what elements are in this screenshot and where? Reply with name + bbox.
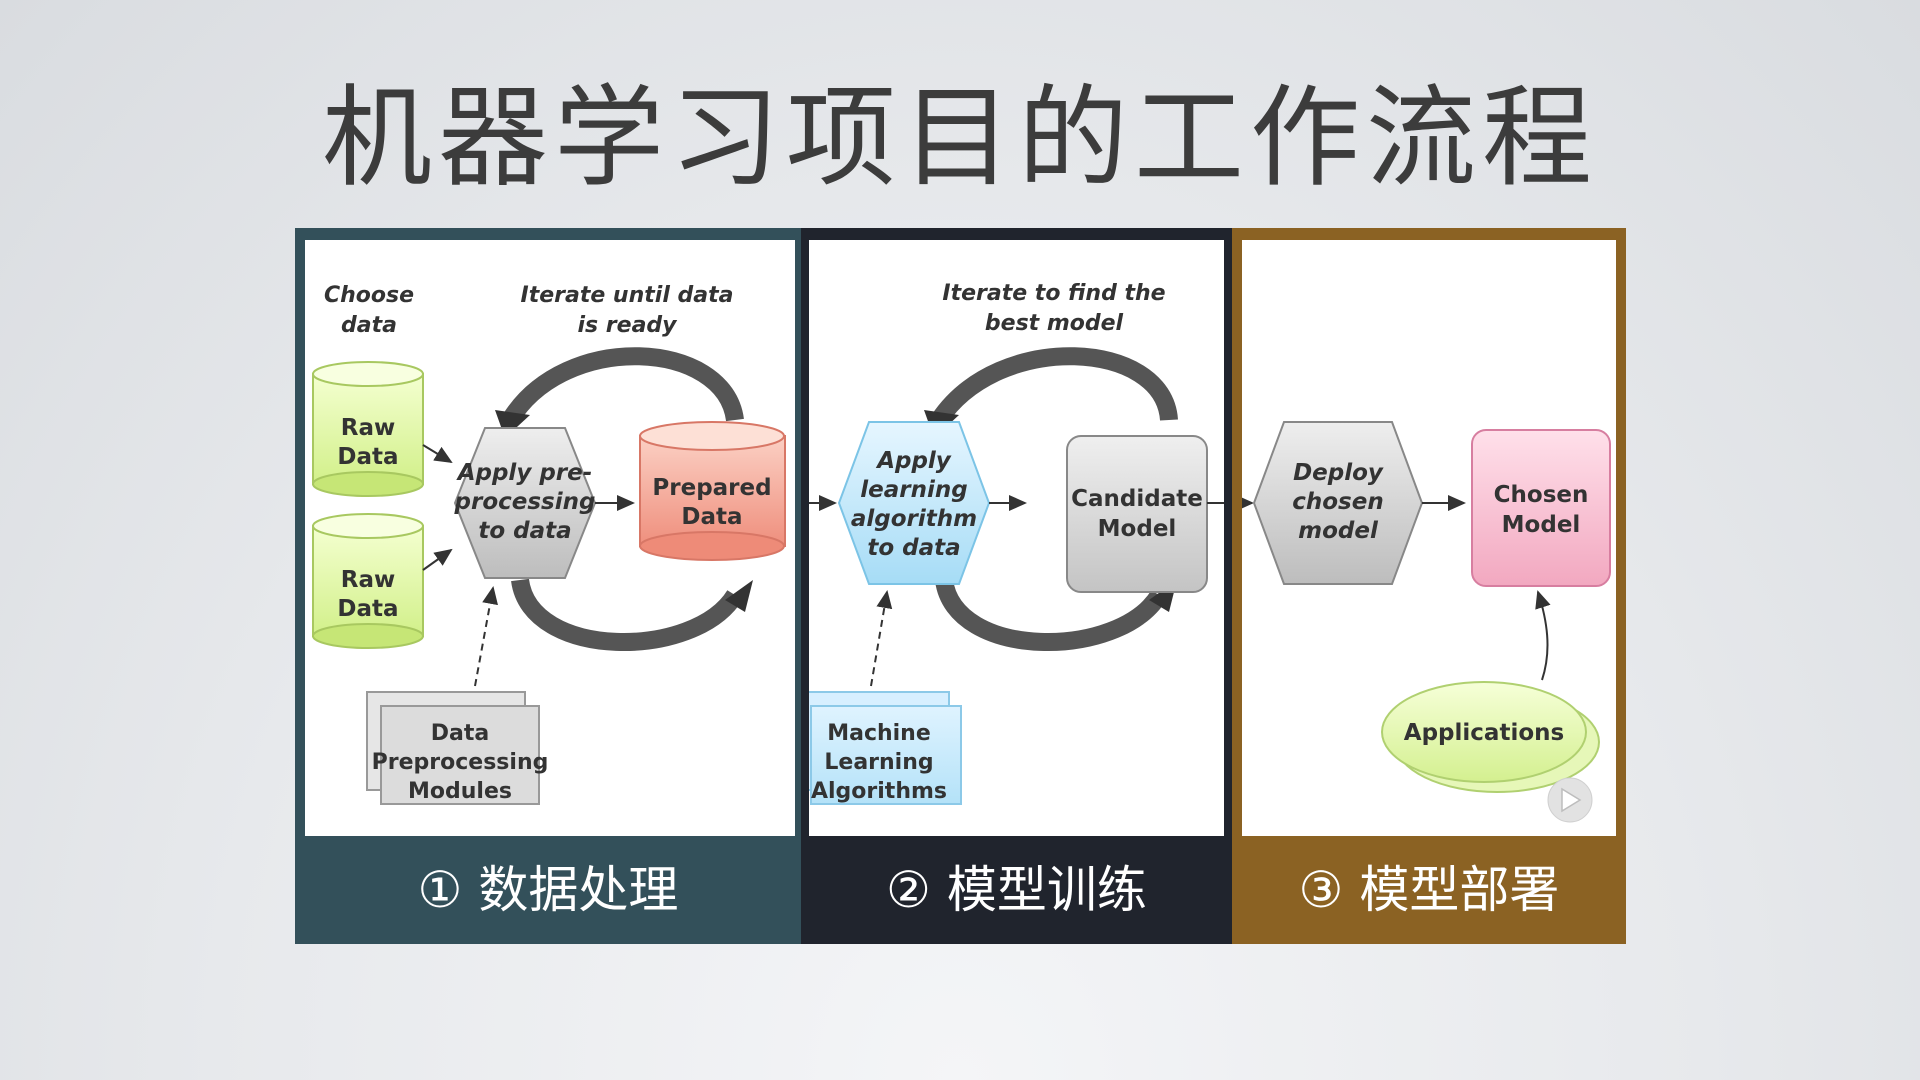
play-icon[interactable]: [1547, 777, 1593, 823]
label-choose-data: Choose: [324, 283, 414, 308]
svg-text:Apply: Apply: [875, 448, 952, 474]
prepared-data-cylinder: Prepared Data: [639, 421, 786, 561]
slide-title: 机器学习项目的工作流程: [322, 74, 1598, 202]
apply-learning-hexagon: Apply learning algorithm to data: [837, 421, 991, 585]
svg-text:algorithm: algorithm: [851, 506, 977, 532]
svg-text:Algorithms: Algorithms: [811, 779, 947, 804]
svg-text:Raw: Raw: [341, 567, 395, 593]
svg-text:Deploy: Deploy: [1293, 460, 1384, 486]
label-iterate: Iterate until data: [521, 283, 734, 308]
model-training-diagram: Iterate to find the best model Apply lea…: [809, 240, 1224, 836]
svg-text:Model: Model: [1502, 512, 1581, 538]
svg-text:Applications: Applications: [1404, 720, 1564, 746]
arrow-raw2-to-apply: [422, 548, 453, 571]
applications-ellipse: Applications: [1381, 681, 1600, 793]
label-iterate-best-model: Iterate to find the: [942, 281, 1165, 306]
data-processing-diagram: Choose data Iterate until data is ready …: [305, 240, 795, 836]
svg-text:Model: Model: [1098, 516, 1177, 542]
svg-text:Chosen: Chosen: [1494, 482, 1589, 508]
svg-text:Data: Data: [337, 444, 398, 470]
panel-model-deployment: Deploy chosen model Chosen Model Applica…: [1232, 228, 1626, 944]
svg-text:Machine: Machine: [827, 721, 931, 746]
dashed-arrow-ml-to-apply: [870, 590, 893, 687]
label-iterate-2: is ready: [578, 313, 679, 338]
raw-data-cylinder-1: Raw Data: [312, 361, 424, 497]
svg-text:processing: processing: [454, 489, 596, 515]
svg-text:model: model: [1298, 518, 1379, 544]
svg-text:Preprocessing: Preprocessing: [372, 750, 549, 775]
svg-text:to data: to data: [478, 518, 571, 544]
model-deployment-diagram: Deploy chosen model Chosen Model Applica…: [1242, 240, 1616, 836]
footer-model-deployment: ③ 模型部署: [1298, 861, 1560, 919]
panel-data-processing: Choose data Iterate until data is ready …: [295, 228, 801, 944]
footer-model-training: ② 模型训练: [886, 861, 1147, 919]
candidate-model-box: Candidate Model: [1066, 435, 1208, 593]
apply-preprocessing-hexagon: Apply pre- processing to data: [454, 427, 597, 579]
machine-learning-algorithms-box: Machine Learning Algorithms: [809, 691, 962, 805]
chosen-model-box: Chosen Model: [1471, 429, 1611, 587]
svg-text:chosen: chosen: [1292, 489, 1383, 515]
iterate-arrowhead-bottom: [725, 580, 753, 612]
iterate-arc-top: [502, 347, 744, 425]
footer-data-processing: ① 数据处理: [417, 861, 679, 919]
iterate-arc-bottom: [935, 578, 1167, 651]
raw-data-cylinder-2: Raw Data: [312, 513, 424, 649]
iterate-arc-bottom: [511, 578, 743, 651]
svg-text:Learning: Learning: [824, 750, 933, 775]
iterate-arc-top: [931, 347, 1178, 426]
svg-text:Data: Data: [431, 721, 489, 746]
label-iterate-best-model-2: best model: [985, 311, 1124, 336]
panel-model-training: Iterate to find the best model Apply lea…: [801, 228, 1232, 944]
svg-text:Apply pre-: Apply pre-: [456, 460, 593, 486]
label-choose-data-2: data: [341, 313, 397, 338]
dashed-arrow-modules-to-apply: [474, 586, 498, 687]
data-preprocessing-modules-box: Data Preprocessing Modules: [366, 691, 549, 805]
svg-text:Data: Data: [337, 596, 398, 622]
svg-text:Data: Data: [681, 504, 742, 530]
arrow-raw1-to-apply: [422, 444, 453, 464]
svg-text:to data: to data: [867, 535, 960, 561]
svg-text:Candidate: Candidate: [1071, 486, 1203, 512]
svg-text:learning: learning: [860, 477, 967, 503]
deploy-chosen-model-hexagon: Deploy chosen model: [1252, 421, 1424, 585]
arrow-applications-to-chosen: [1535, 590, 1551, 681]
svg-text:Modules: Modules: [408, 779, 512, 804]
svg-text:Prepared: Prepared: [652, 475, 771, 501]
svg-text:Raw: Raw: [341, 415, 395, 441]
